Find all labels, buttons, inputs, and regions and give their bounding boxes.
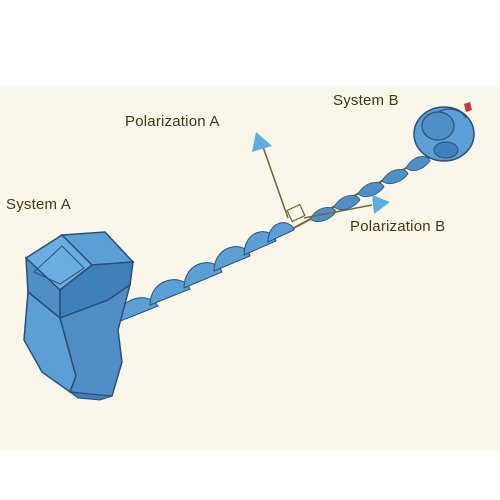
polarization-b-arrow bbox=[303, 195, 390, 219]
polarization-a-arrow bbox=[252, 132, 289, 219]
source-box bbox=[286, 203, 306, 223]
polarization-a-label: Polarization A bbox=[125, 113, 220, 130]
polarization-b-label: Polarization B bbox=[350, 218, 446, 235]
system-b-device bbox=[413, 102, 475, 162]
wave-a bbox=[117, 222, 295, 323]
system-b-label: System B bbox=[333, 92, 399, 109]
system-a-device bbox=[23, 231, 135, 401]
wave-b bbox=[309, 156, 431, 223]
system-a-label: System A bbox=[6, 196, 71, 213]
